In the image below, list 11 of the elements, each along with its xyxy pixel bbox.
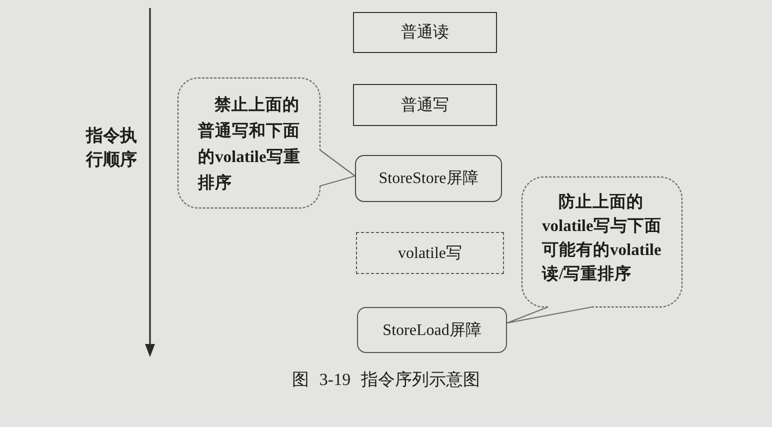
instruction-box: volatile写 — [356, 232, 504, 274]
barrier-box: StoreLoad屏障 — [357, 307, 507, 353]
callout-pointer — [319, 149, 356, 187]
speech-bubble: 防止上面的volatile写与下面可能有的volatile读/写重排序 — [522, 177, 682, 307]
callout-pointer — [506, 306, 593, 324]
barrier-box: StoreStore屏障 — [355, 155, 502, 202]
instruction-box: 普通写 — [353, 84, 497, 126]
instruction-box: 普通读 — [353, 12, 497, 53]
speech-bubble: 禁止上面的普通写和下面的volatile写重排序 — [178, 78, 320, 208]
figure-caption: 图 3-19 指令序列示意图 — [291, 369, 481, 391]
direction-label: 指令执行顺序 — [86, 125, 138, 171]
